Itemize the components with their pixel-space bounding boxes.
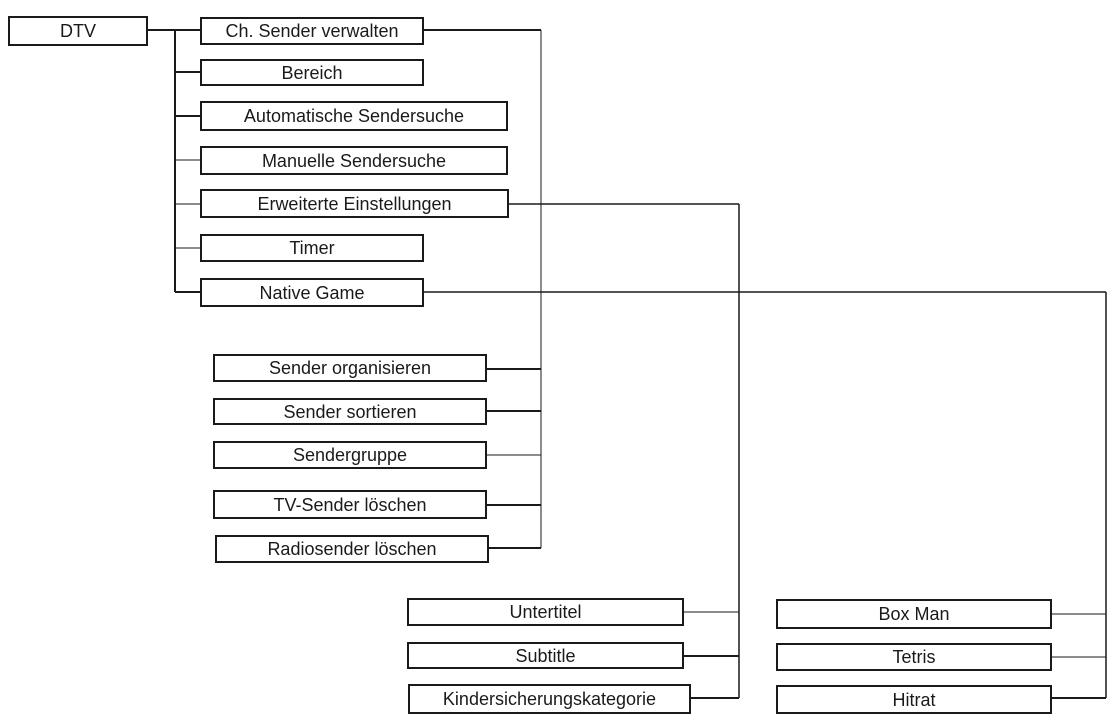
node-subtitle: Subtitle bbox=[407, 642, 684, 669]
node-bereich: Bereich bbox=[200, 59, 424, 86]
node-automatische-sendersuche: Automatische Sendersuche bbox=[200, 101, 508, 131]
node-hitrat: Hitrat bbox=[776, 685, 1052, 714]
node-native-game: Native Game bbox=[200, 278, 424, 307]
node-sender-sortieren: Sender sortieren bbox=[213, 398, 487, 425]
node-erweiterte-einstellungen: Erweiterte Einstellungen bbox=[200, 189, 509, 218]
node-ch-sender-verwalten: Ch. Sender verwalten bbox=[200, 17, 424, 45]
node-tetris: Tetris bbox=[776, 643, 1052, 671]
node-kindersicherungskategorie: Kindersicherungskategorie bbox=[408, 684, 691, 714]
node-box-man: Box Man bbox=[776, 599, 1052, 629]
node-dtv: DTV bbox=[8, 16, 148, 46]
node-radiosender-loeschen: Radiosender löschen bbox=[215, 535, 489, 563]
node-tv-sender-loeschen: TV-Sender löschen bbox=[213, 490, 487, 519]
node-timer: Timer bbox=[200, 234, 424, 262]
node-untertitel: Untertitel bbox=[407, 598, 684, 626]
node-sender-organisieren: Sender organisieren bbox=[213, 354, 487, 382]
node-sendergruppe: Sendergruppe bbox=[213, 441, 487, 469]
node-manuelle-sendersuche: Manuelle Sendersuche bbox=[200, 146, 508, 175]
